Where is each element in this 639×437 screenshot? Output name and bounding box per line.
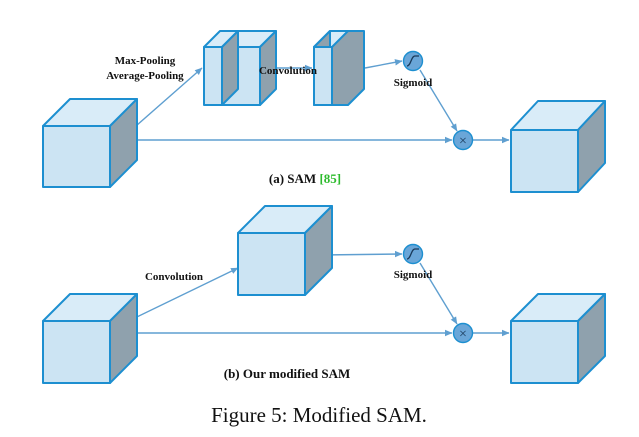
- figure-caption: Figure 5: Modified SAM.: [211, 403, 427, 427]
- input-feature-cube-a: [42, 98, 138, 188]
- caption-b: (b) Our modified SAM: [224, 366, 351, 381]
- arrow-conv-to-sigmoid-b: [319, 250, 403, 258]
- conv-output-cube-b: [237, 205, 333, 296]
- caption-a: (a) SAM [85]: [269, 171, 341, 186]
- caption-a-citation[interactable]: [85]: [319, 171, 341, 186]
- average-pooling-label: Average-Pooling: [106, 70, 184, 82]
- convolution-label-b: Convolution: [145, 271, 203, 283]
- input-feature-cube-b: [42, 293, 138, 384]
- sigmoid-label-b: Sigmoid: [394, 269, 433, 281]
- panel-b: × Convolution Sigmoid (b) Our modified S…: [42, 205, 606, 384]
- sigmoid-curve-icon: [402, 50, 424, 72]
- sigmoid-curve-icon: [402, 243, 424, 265]
- max-pool-slab: [203, 30, 239, 106]
- output-feature-cube-b: [510, 293, 606, 384]
- multiply-symbol: ×: [459, 134, 467, 149]
- convolution-label-a: Convolution: [259, 65, 317, 77]
- multiply-symbol: ×: [459, 327, 467, 342]
- max-pooling-label: Max-Pooling: [115, 55, 176, 67]
- panel-a-arrows: [110, 59, 510, 144]
- arrow-conv-to-sigmoid: [364, 59, 403, 69]
- caption-a-text: (a) SAM: [269, 171, 320, 186]
- sigmoid-label-a: Sigmoid: [394, 77, 433, 89]
- conv-output-slab-a: [313, 30, 365, 106]
- output-feature-cube-a: [510, 100, 606, 193]
- panel-a: × Max-Pooling Average-Pooling Convolutio…: [42, 30, 606, 193]
- multiply-node-b: ×: [452, 322, 474, 344]
- arrow-sigmoid-to-multiply-b: [419, 262, 458, 325]
- pooled-maps: [203, 30, 277, 106]
- arrow-sigmoid-to-multiply: [419, 69, 458, 132]
- multiply-node-a: ×: [452, 129, 474, 151]
